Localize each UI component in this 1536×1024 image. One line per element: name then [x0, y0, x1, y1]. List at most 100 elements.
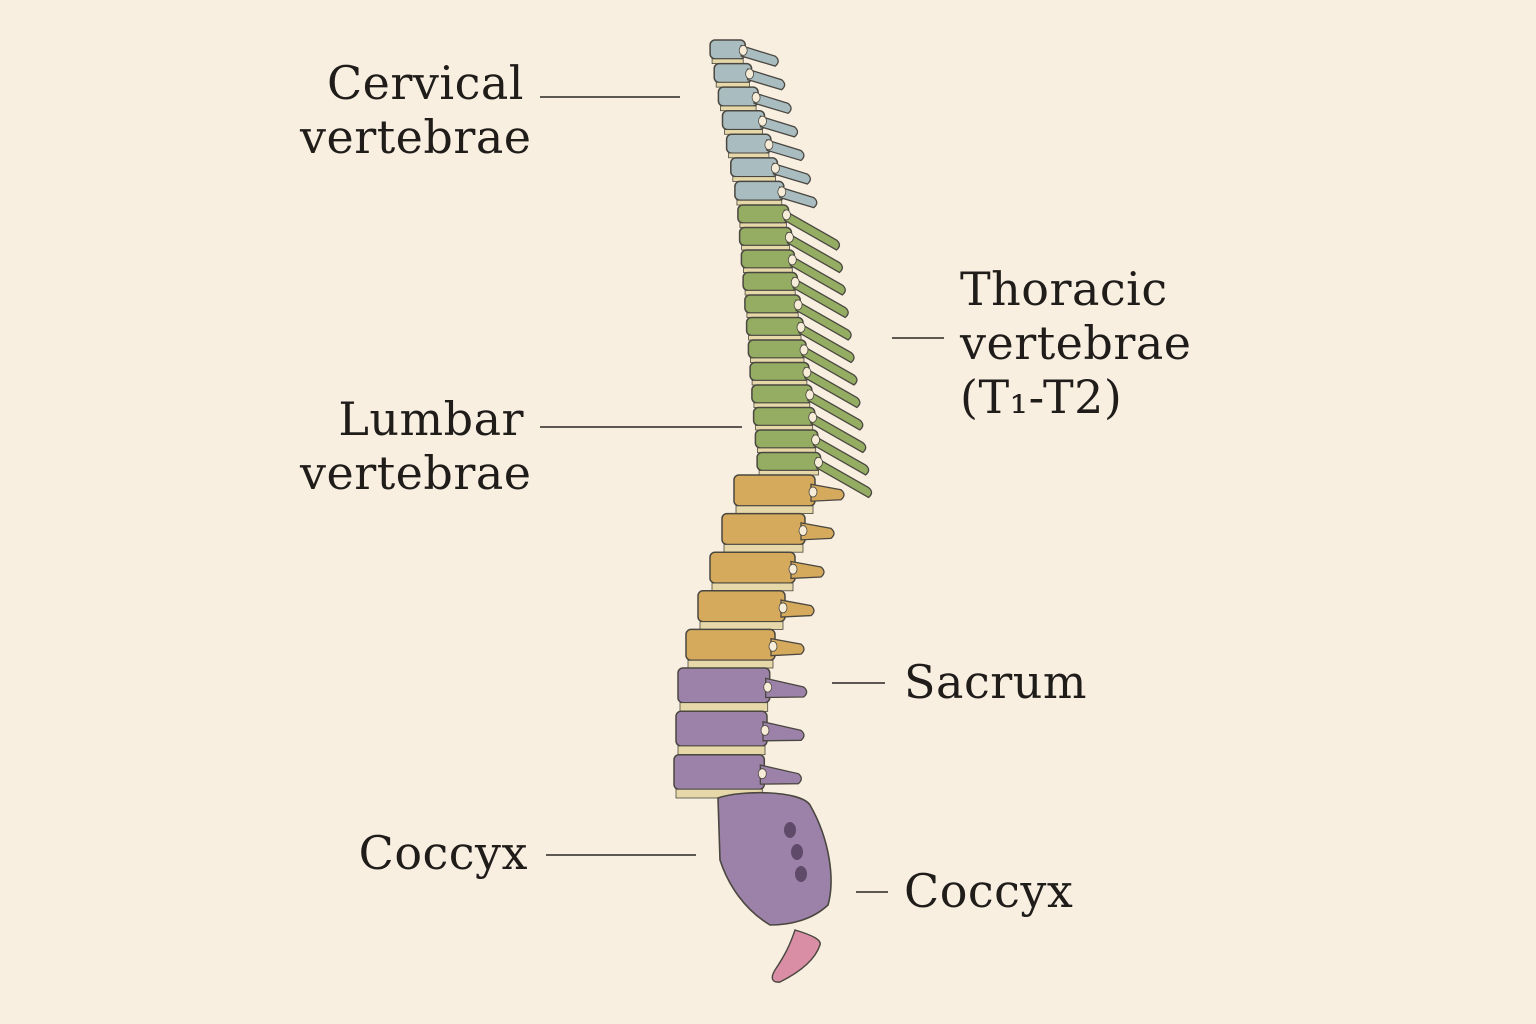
thoracic-foramen — [793, 299, 803, 311]
sacral-foramen — [791, 844, 803, 860]
cervical-spinous-process — [740, 44, 779, 67]
thoracic-vertebra — [737, 204, 790, 224]
label-lumbar-line-1: Lumbar — [338, 392, 524, 446]
thoracic-spinous-process — [807, 389, 864, 431]
thoracic-vertebra — [744, 294, 801, 314]
cervical-spinous-process — [772, 162, 811, 185]
cervical-vertebra — [734, 180, 785, 202]
sacrum-disc — [677, 745, 766, 756]
lumbar-vertebra — [721, 512, 806, 546]
label-thoracic-line-1: Thoracic — [960, 262, 1168, 316]
sacrum-spinous-process — [765, 677, 808, 699]
label-coccyx-right: Coccyx — [904, 864, 1073, 918]
thoracic-vertebra — [742, 271, 798, 292]
thoracic-foramen — [782, 209, 791, 221]
label-coccyx-left-line-1: Coccyx — [358, 826, 528, 880]
lumbar-spinous-process — [800, 522, 835, 541]
sacral-foramen — [784, 822, 796, 838]
lumbar-disc — [735, 505, 814, 514]
thoracic-spinous-process — [812, 434, 870, 476]
thoracic-foramen — [787, 254, 797, 266]
label-cervical-vertebrae: Cervical vertebrae — [300, 56, 532, 164]
label-thoracic-vertebrae: Thoracic vertebrae (T₁-T2) — [960, 262, 1192, 424]
cervical-spinous-process — [759, 115, 799, 138]
cervical-spinous-process — [779, 186, 818, 209]
lumbar-disc — [687, 659, 774, 669]
label-sacrum-line-1: Sacrum — [904, 655, 1087, 709]
thoracic-vertebra — [756, 451, 822, 472]
label-cervical-line-2: vertebrae — [300, 110, 532, 164]
sacrum-foramen — [763, 681, 773, 693]
cervical-foramen — [758, 115, 767, 127]
lumbar-spinous-process — [770, 637, 805, 657]
thoracic-foramen — [785, 231, 794, 243]
lumbar-spinous-process — [790, 560, 825, 580]
lumbar-vertebra — [685, 628, 776, 662]
thoracic-foramen — [790, 276, 800, 288]
lumbar-vertebra — [697, 590, 786, 623]
thoracic-spinous-process — [801, 344, 858, 386]
sacral-foramen — [795, 866, 807, 882]
lumbar-foramen — [788, 563, 798, 575]
vertebral-column — [673, 39, 873, 983]
thoracic-spinous-process — [810, 411, 867, 454]
cervical-foramen — [745, 68, 754, 80]
sacrum-disc — [679, 702, 769, 712]
thoracic-spinous-process — [815, 456, 873, 499]
cervical-foramen — [738, 45, 748, 56]
thoracic-spinous-process — [789, 254, 846, 296]
lumbar-foramen — [798, 525, 808, 536]
coccyx-tail — [771, 929, 821, 983]
lumbar-foramen — [768, 641, 778, 652]
label-thoracic-line-2: vertebrae — [960, 316, 1192, 370]
thoracic-vertebra — [745, 316, 804, 337]
thoracic-foramen — [796, 321, 806, 333]
cervical-disc — [728, 152, 770, 159]
label-thoracic-line-3: (T₁-T2) — [960, 370, 1123, 424]
lumbar-spinous-process — [780, 599, 815, 618]
thoracic-foramen — [811, 434, 820, 446]
lumbar-vertebra — [733, 474, 816, 507]
cervical-spinous-process — [766, 139, 805, 162]
thoracic-vertebra — [740, 249, 796, 269]
lumbar-disc — [699, 621, 784, 630]
label-sacrum: Sacrum — [904, 655, 1087, 709]
lumbar-foramen — [778, 602, 788, 614]
sacrum-body — [717, 791, 832, 926]
thoracic-spinous-process — [783, 209, 841, 251]
thoracic-foramen — [814, 456, 823, 468]
cervical-spinous-process — [746, 68, 786, 91]
sacrum-vertebra — [677, 667, 771, 704]
lumbar-vertebra — [709, 551, 796, 584]
sacrum-foramen — [757, 768, 767, 780]
cervical-foramen — [777, 186, 787, 198]
cervical-vertebra — [725, 133, 772, 154]
sacrum-foramen — [760, 725, 770, 736]
label-coccyx-left: Coccyx — [300, 826, 528, 880]
cervical-spinous-process — [753, 91, 792, 115]
leader-lines — [540, 96, 944, 893]
lumbar-spinous-process — [810, 483, 845, 502]
lumbar-disc — [723, 544, 804, 553]
thoracic-foramen — [802, 366, 812, 378]
cervical-foramen — [764, 139, 774, 151]
thoracic-spinous-process — [795, 299, 852, 341]
thoracic-foramen — [805, 389, 815, 401]
thoracic-spinous-process — [792, 276, 849, 319]
thoracic-spinous-process — [798, 321, 855, 364]
sacrum-spinous-process — [762, 720, 805, 742]
thoracic-vertebra — [738, 226, 793, 247]
thoracic-foramen — [799, 344, 809, 356]
cervical-foramen — [751, 92, 761, 103]
label-lumbar-vertebrae: Lumbar vertebrae — [300, 392, 531, 500]
thoracic-vertebra — [747, 339, 807, 359]
thoracic-foramen — [808, 411, 818, 423]
label-cervical-line-1: Cervical — [326, 56, 524, 110]
thoracic-spinous-process — [786, 231, 844, 274]
thoracic-vertebra — [754, 429, 819, 449]
cervical-vertebra — [730, 157, 779, 178]
sacrum-vertebra — [675, 710, 768, 747]
thoracic-vertebra — [749, 361, 810, 382]
